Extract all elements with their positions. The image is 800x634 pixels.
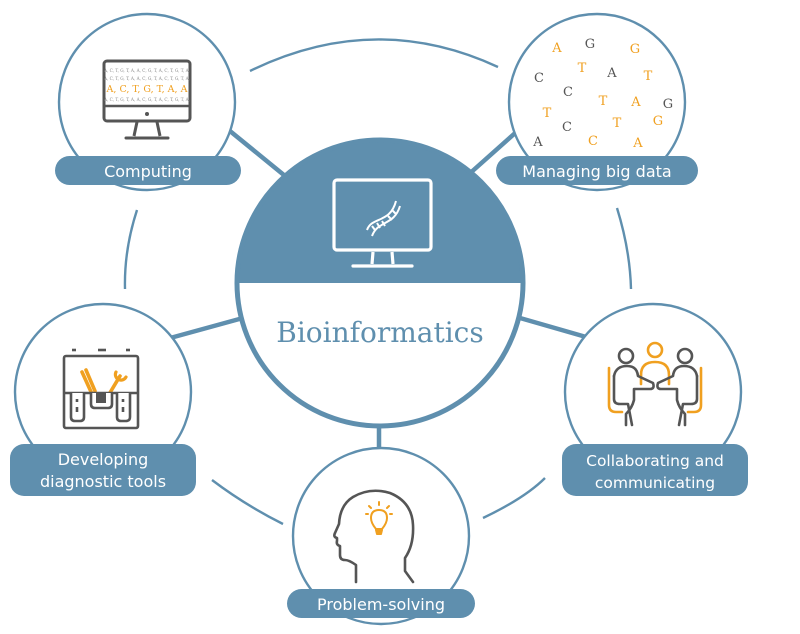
node-problem-solving[interactable]: Problem-solving [287, 589, 475, 618]
arc-bottom-right [482, 477, 546, 520]
sequence-row-2: A, C, T, G, T, A, A, C, G, T, A, C, T, G… [103, 76, 190, 81]
dna-base-letter: C [588, 134, 598, 149]
label-pill-collaborating[interactable] [562, 444, 748, 496]
label-computing: Computing [104, 162, 192, 181]
sequence-row-3: A, C, T, G, T, A, A, C, G, T, A, C, T, G… [103, 97, 190, 102]
dna-base-letter: A [551, 41, 562, 56]
arc-left [123, 209, 139, 290]
sequence-row-highlight: A, C, T, G, T, A, A [106, 84, 188, 95]
label-diagnostic-line-2: diagnostic tools [40, 472, 166, 491]
node-circle-big-data[interactable] [507, 12, 687, 192]
label-pill-computing[interactable] [55, 156, 241, 185]
sequence-row-1: A, C, T, G, T, A, A, C, G, T, A, C, T, G… [103, 68, 190, 73]
dna-helix-icon [366, 200, 401, 237]
dna-base-letter: G [585, 37, 595, 52]
label-diagnostic-line-1: Developing [58, 450, 149, 469]
hub[interactable]: Bioinformatics [230, 130, 530, 429]
dna-base-letter: C [563, 85, 573, 100]
label-pill-diagnostic[interactable] [10, 444, 196, 496]
label-collaborating-line-2: communicating [595, 474, 715, 492]
dna-base-letter: G [653, 114, 663, 129]
node-computing[interactable]: Computing [55, 156, 241, 185]
hub-outline [234, 137, 526, 429]
label-pill-big-data[interactable] [496, 156, 698, 185]
arc-right [615, 207, 633, 290]
dna-base-letter: A [606, 66, 617, 81]
arc-top [249, 38, 499, 73]
node-big-data[interactable]: Managing big data [496, 156, 698, 185]
dna-base-letter: C [562, 120, 572, 135]
dna-base-letter: T [578, 61, 587, 76]
dna-base-letter: T [613, 116, 622, 131]
head-lightbulb-icon [333, 489, 415, 584]
outer-ring [123, 38, 633, 526]
monitor-sequence-icon: A, C, T, G, T, A, A, C, G, T, A, C, T, G… [102, 59, 192, 140]
toolbox-icon [62, 348, 140, 430]
dna-base-letter: A [632, 136, 643, 151]
dna-base-letter: C [534, 71, 544, 86]
arc-bottom-left [211, 479, 284, 526]
dna-base-letter: T [543, 106, 552, 121]
dna-base-letter: G [663, 97, 673, 112]
dna-base-letter: T [644, 69, 653, 84]
label-collaborating-line-1: Collaborating and [586, 452, 724, 470]
label-big-data: Managing big data [522, 162, 671, 181]
dna-base-letter: A [532, 135, 543, 150]
node-collaborating[interactable]: Collaborating and communicating [562, 444, 748, 496]
lightbulb-icon [365, 501, 393, 535]
hub-title: Bioinformatics [276, 316, 483, 349]
label-problem-solving: Problem-solving [317, 595, 445, 614]
label-pill-problem-solving[interactable] [287, 589, 475, 618]
dna-base-letter: A [630, 95, 641, 110]
dna-base-letter: T [599, 94, 608, 109]
node-diagnostic[interactable]: Developing diagnostic tools [10, 444, 196, 496]
hub-top-fill [237, 140, 523, 283]
dna-base-letter: G [630, 42, 640, 57]
node-circle-problem-solving[interactable] [291, 446, 471, 626]
monitor-dna-icon [332, 178, 433, 268]
meeting-people-icon [607, 341, 703, 427]
